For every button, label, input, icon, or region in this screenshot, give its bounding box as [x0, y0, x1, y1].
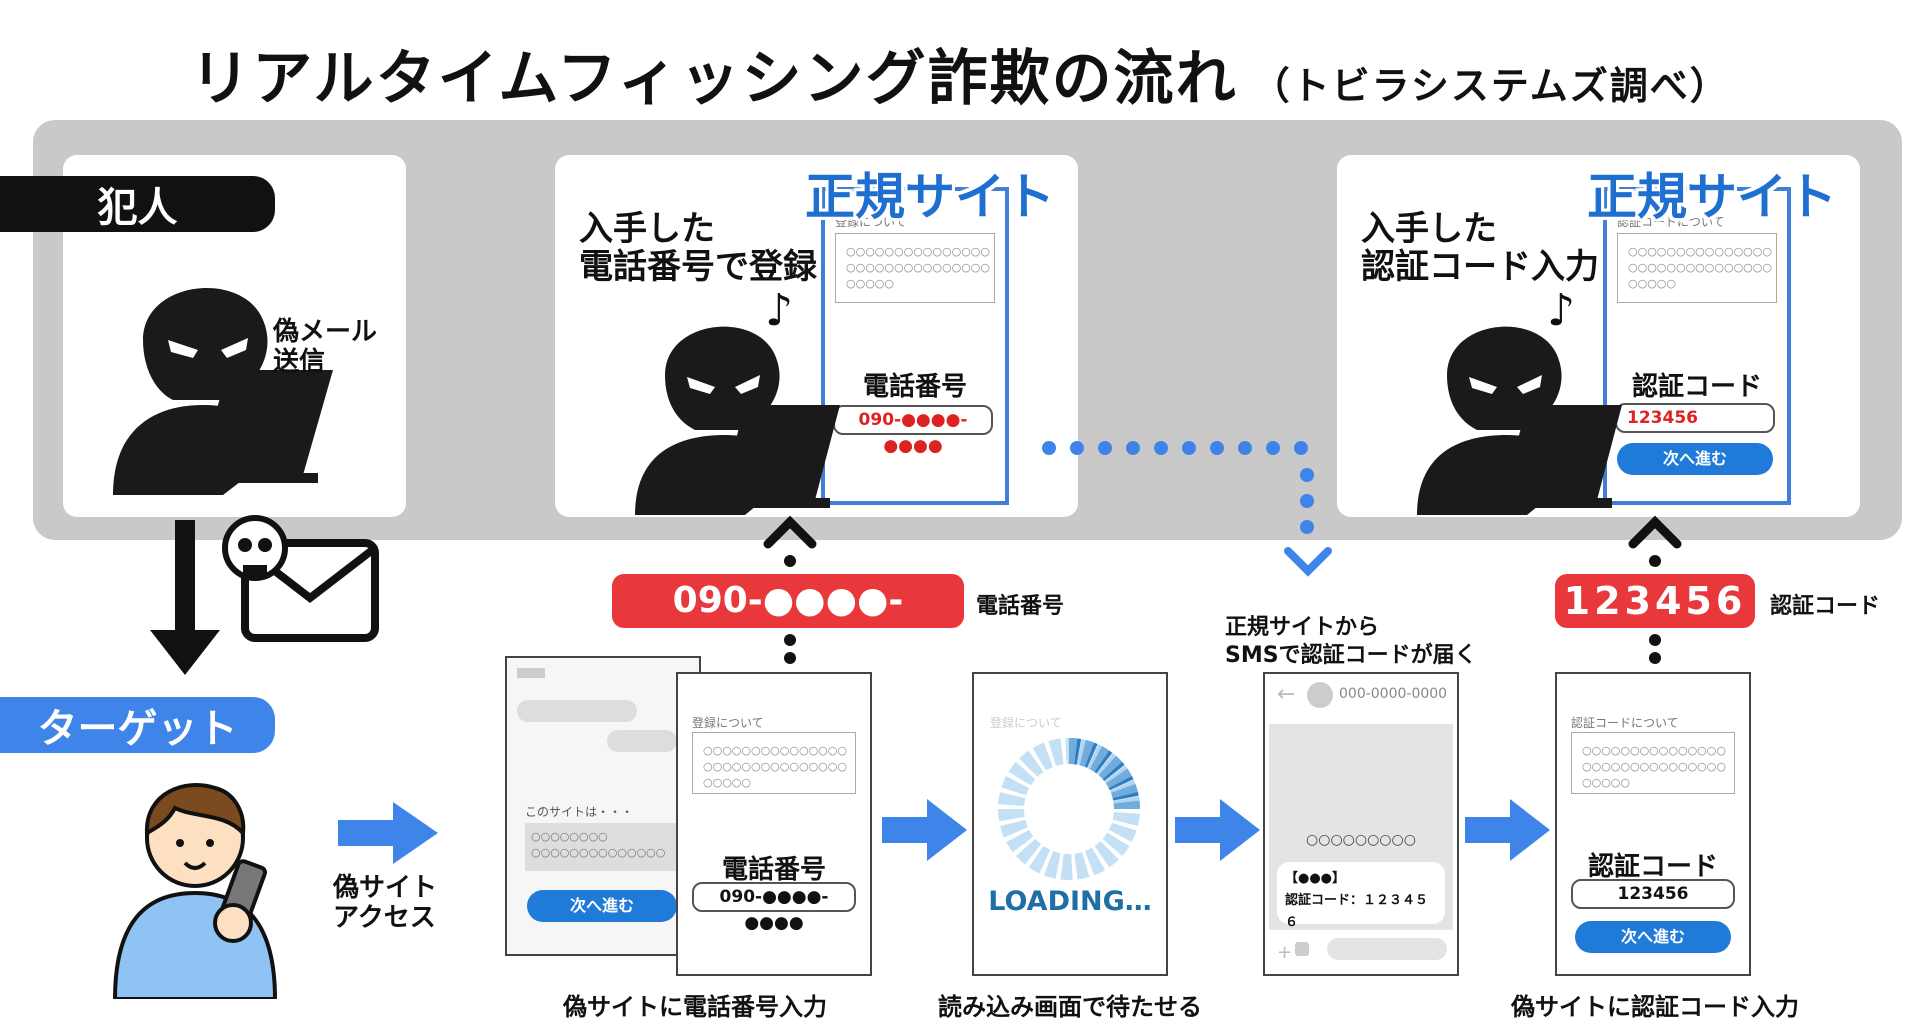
back-arrow-icon: ← — [1277, 682, 1296, 707]
chain-dot — [784, 634, 796, 646]
mini-head: 認証コードについて — [1617, 215, 1725, 229]
hacker-illustration — [635, 326, 840, 515]
hacker-illustration — [1417, 326, 1622, 515]
official-site-window: 認証コードについて ○○○○○○○○○○○○○○○○○○○○○○○○○○○○○○… — [1603, 187, 1791, 505]
arrow-down-icon — [150, 520, 220, 675]
avatar — [1307, 682, 1333, 708]
auth-code-pill: 123456 — [1555, 574, 1755, 628]
mini-textbox: ○○○○○○○○○○○○○○○○○○○○○○○○○○○○○○○○○○○ — [1571, 732, 1735, 794]
mini-head: 認証コードについて — [1571, 716, 1679, 730]
next-button: 次へ進む — [1617, 443, 1773, 475]
official-site-title: 正規サイト — [805, 168, 1055, 226]
auth-code-pill-label: 認証コード — [1770, 594, 1881, 619]
caption-step2: 読み込み画面で待たせる — [938, 993, 1202, 1021]
chain-dot — [1649, 555, 1661, 567]
chain-dot — [1649, 634, 1661, 646]
title-main: リアルタイムフィッシング詐欺の流れ — [190, 44, 1238, 114]
enter-code-heading: 入手した認証コード入力 — [1361, 209, 1599, 287]
phone-field-label: 電話番号 — [862, 372, 967, 402]
official-site-window: 登録について ○○○○○○○○○○○○○○○○○○○○○○○○○○○○○○○○○… — [821, 187, 1009, 505]
code-field-label: 認証コード — [1587, 852, 1718, 882]
mini-textbox: ○○○○○○○○○○○○○○○○○○○○○○○○○○○○○○○○○○○ — [835, 233, 995, 303]
phone-number-pill: 090-●●●●-●●●● — [612, 574, 964, 675]
phone-field: 090-●●●●-●●●● — [692, 882, 856, 933]
arrow-right-icon — [1175, 799, 1260, 861]
sms-message-bubble: 【●●●】認証コード：１２３４５６ — [1277, 862, 1445, 930]
fake-site-notice: このサイトは・・・ — [525, 805, 634, 819]
send-fake-mail-label: 偽メール送信 — [273, 317, 378, 377]
chain-dot — [784, 555, 796, 567]
fake-site-access-label: 偽サイトアクセス — [333, 873, 438, 933]
caption-step1: 偽サイトに電話番号入力 — [563, 993, 827, 1021]
chevron-down-icon — [1284, 547, 1332, 577]
chain-dot — [1649, 652, 1661, 664]
arrow-right-icon — [338, 802, 438, 864]
malicious-mail-icon — [222, 515, 379, 642]
phone-number-pill-label: 電話番号 — [976, 594, 1065, 619]
fake-phone-entry-screen: 登録について ○○○○○○○○○○○○○○○○○○○○○○○○○○○○○○○○○… — [676, 672, 872, 976]
sms-screen: ← 000-0000-0000 ○○○○○○○○○ 【●●●】認証コード：１２３… — [1263, 672, 1459, 976]
chevron-up-icon — [1628, 515, 1682, 549]
criminal-tag: 犯人 — [0, 176, 275, 232]
mini-head: 登録について — [835, 215, 907, 229]
title-note: （トビラシステムズ調べ） — [1251, 64, 1730, 108]
music-note-icon: ♪ — [1547, 285, 1576, 336]
site-panel-code: 入手した認証コード入力 認証コードについて ○○○○○○○○○○○○○○○○○○… — [1337, 155, 1860, 517]
phone-field: 090-●●●●-●●●● — [833, 405, 993, 456]
official-site-title: 正規サイト — [1587, 168, 1837, 226]
fake-site-top-screen: このサイトは・・・ ○○○○○○○○○○○○○○○○○○○○○○ 次へ進む — [505, 656, 701, 956]
sms-thread: ○○○○○○○○○ 【●●●】認証コード：１２３４５６ — [1269, 724, 1453, 930]
chevron-up-icon — [763, 510, 817, 549]
plus-icon: + — [1277, 942, 1293, 963]
message-input — [1327, 938, 1447, 960]
fake-next-button: 次へ進む — [1575, 921, 1731, 953]
arrow-right-icon — [882, 799, 967, 861]
code-field-label: 認証コード — [1631, 372, 1762, 402]
code-field: 123456 — [1615, 403, 1775, 433]
fake-code-entry-screen: 認証コードについて ○○○○○○○○○○○○○○○○○○○○○○○○○○○○○○… — [1555, 672, 1751, 976]
sms-bubble-top: ○○○○○○○○○ — [1306, 832, 1416, 848]
music-note-icon: ♪ — [765, 285, 794, 336]
hacker-illustration — [113, 287, 333, 495]
register-phone-heading: 入手した電話番号で登録 — [579, 209, 817, 287]
mini-textbox: ○○○○○○○○○○○○○○○○○○○○○○○○○○○○○○○○○○○ — [1617, 233, 1777, 303]
mini-head: 登録について — [990, 716, 1062, 730]
code-field: 123456 — [1571, 879, 1735, 909]
loading-text: LOADING… — [988, 886, 1152, 917]
loading-screen: 登録について LOADING… — [972, 672, 1168, 976]
chain-dot — [784, 652, 796, 664]
loading-spinner-icon — [997, 737, 1141, 881]
fake-site-textbox: ○○○○○○○○○○○○○○○○○○○○○○ — [525, 823, 685, 871]
site-panel-phone: 入手した電話番号で登録 登録について ○○○○○○○○○○○○○○○○○○○○○… — [555, 155, 1078, 517]
mini-textbox: ○○○○○○○○○○○○○○○○○○○○○○○○○○○○○○○○○○○ — [692, 732, 856, 794]
arrow-right-icon — [1465, 799, 1550, 861]
caption-step3: 偽サイトに認証コード入力 — [1511, 993, 1799, 1021]
mini-head: 登録について — [692, 716, 764, 730]
page-title: リアルタイムフィッシング詐欺の流れ （トビラシステムズ調べ） — [0, 30, 1920, 117]
target-tag: ターゲット — [0, 697, 275, 753]
target-person-illustration — [112, 783, 278, 999]
phone-field-label: 電話番号 — [721, 855, 826, 885]
sms-sender: 000-0000-0000 — [1339, 686, 1448, 702]
fake-next-button: 次へ進む — [527, 890, 677, 922]
camera-icon — [1295, 942, 1309, 956]
